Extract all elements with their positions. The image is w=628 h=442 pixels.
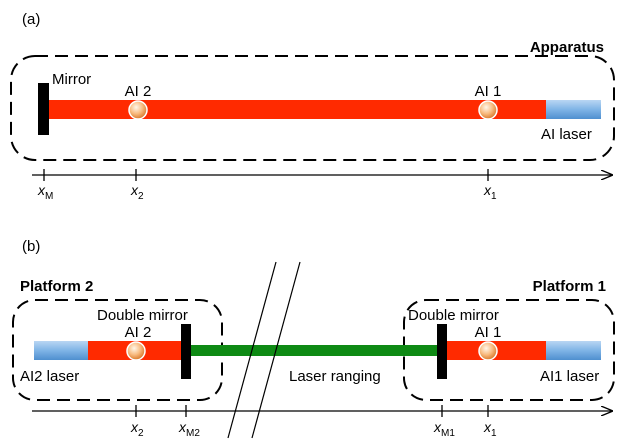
- xm-label: xM: [37, 182, 53, 202]
- double-mirror-left-label: Double mirror: [97, 307, 188, 324]
- laser-ranging-beam: [188, 345, 440, 356]
- x1-label-a: x1: [483, 182, 497, 202]
- apparatus-title: Apparatus: [530, 39, 604, 56]
- ai2-laser-source: [34, 341, 90, 360]
- x1-label-b: x1: [483, 419, 497, 439]
- xm2-label: xM2: [178, 419, 200, 439]
- ai2-label-b: AI 2: [125, 324, 152, 341]
- platform-1-box: [403, 299, 615, 401]
- x2-label-a: x2: [130, 182, 144, 202]
- ai2-label: AI 2: [125, 83, 152, 100]
- ai1-label: AI 1: [475, 83, 502, 100]
- ai-laser-label: AI laser: [541, 126, 592, 143]
- platform-1-title: Platform 1: [533, 278, 606, 295]
- break-line-left: [227, 261, 277, 439]
- ai1-label-b: AI 1: [475, 324, 502, 341]
- panel-b: (b) Platform 2 Platform 1 Double mirror …: [12, 238, 615, 439]
- ai2-laser-label: AI2 laser: [20, 368, 79, 385]
- ai1-laser-source: [546, 341, 601, 360]
- laser-ranging-label: Laser ranging: [289, 368, 381, 385]
- mirror-label: Mirror: [52, 71, 91, 88]
- panel-a-label: (a): [22, 11, 40, 28]
- apparatus-box: [10, 55, 615, 161]
- atom-interferometer-1: [478, 100, 498, 120]
- atom-interferometer-1-b: [478, 341, 498, 361]
- panel-b-label: (b): [22, 238, 40, 255]
- laser-beam-red: [46, 100, 548, 119]
- panel-a: (a) Apparatus Mirror AI 2 AI 1 AI laser …: [10, 11, 615, 202]
- double-mirror-m1: [437, 324, 447, 379]
- break-line-right: [251, 261, 301, 439]
- atom-interferometer-2: [128, 100, 148, 120]
- atom-interferometer-2-b: [126, 341, 146, 361]
- double-mirror-right-label: Double mirror: [408, 307, 499, 324]
- ai1-laser-label: AI1 laser: [540, 368, 599, 385]
- double-mirror-m2: [181, 324, 191, 379]
- ai-laser-source: [546, 100, 601, 119]
- xm1-label: xM1: [433, 419, 455, 439]
- mirror: [38, 83, 49, 135]
- x2-label-b: x2: [130, 419, 144, 439]
- platform-2-title: Platform 2: [20, 278, 93, 295]
